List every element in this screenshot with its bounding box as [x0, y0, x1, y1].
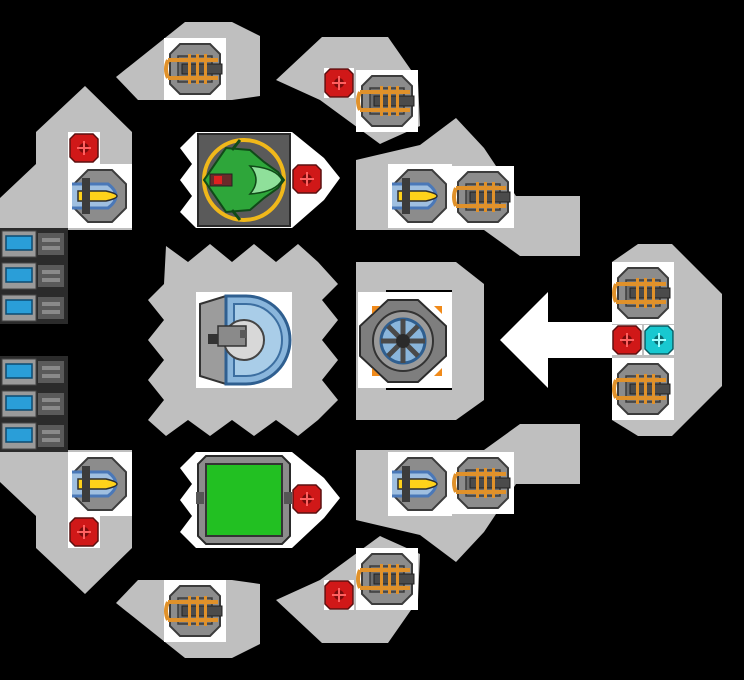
red-module-icon[interactable] — [291, 483, 323, 515]
beam-turret-icon[interactable] — [386, 450, 454, 518]
battery-cell-icon[interactable] — [0, 259, 69, 293]
cannon-turret-icon[interactable] — [162, 578, 228, 644]
shield-generator-icon[interactable] — [199, 294, 292, 386]
battery-cell-icon[interactable] — [0, 291, 69, 325]
red-module-icon[interactable] — [68, 132, 100, 164]
red-module-icon[interactable] — [323, 579, 355, 611]
battery-cell-icon[interactable] — [0, 387, 69, 421]
red-module-icon[interactable] — [68, 516, 100, 548]
cannon-turret-icon[interactable] — [162, 36, 228, 102]
arrow-left-icon — [500, 292, 612, 388]
cannon-turret-icon[interactable] — [354, 68, 420, 134]
battery-cell-icon[interactable] — [0, 355, 69, 389]
cannon-turret-icon[interactable] — [354, 546, 420, 612]
cannon-turret-icon[interactable] — [450, 450, 516, 516]
cyan-module-icon[interactable] — [643, 324, 675, 356]
beam-turret-icon[interactable] — [386, 162, 454, 230]
cannon-turret-icon[interactable] — [610, 260, 676, 326]
red-module-icon[interactable] — [291, 163, 323, 195]
battery-cell-icon[interactable] — [0, 227, 69, 261]
red-module-icon[interactable] — [323, 67, 355, 99]
cannon-turret-icon[interactable] — [450, 164, 516, 230]
battery-cell-icon[interactable] — [0, 419, 69, 453]
armor-block-icon[interactable] — [196, 455, 292, 545]
cannon-turret-icon[interactable] — [610, 356, 676, 422]
reactor-core-icon[interactable] — [359, 299, 447, 383]
beam-turret-icon[interactable] — [66, 162, 134, 230]
red-module-icon[interactable] — [611, 324, 643, 356]
cockpit-icon[interactable] — [197, 133, 291, 227]
beam-turret-icon[interactable] — [66, 450, 134, 518]
